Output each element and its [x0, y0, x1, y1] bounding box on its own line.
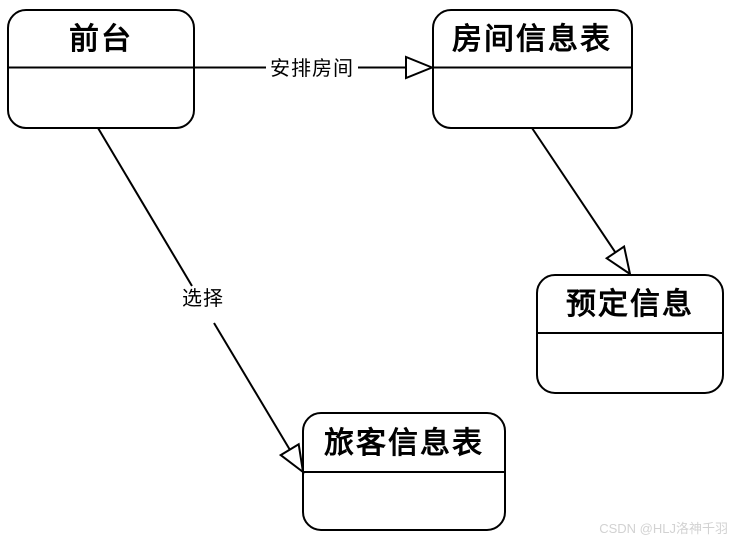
- edge-room-to-reservation-line: [531, 127, 617, 253]
- edge-arrange-room: 安排房间: [194, 55, 435, 80]
- node-guest-info-table: 旅客信息表: [302, 412, 506, 531]
- node-front-desk-title: 前台: [69, 22, 133, 56]
- node-guest-info-table-title: 旅客信息表: [324, 426, 484, 460]
- node-reservation-info: 预定信息: [536, 274, 724, 394]
- node-front-desk-box: [7, 9, 195, 129]
- edge-room-to-reservation-arrowhead-icon: [604, 244, 632, 277]
- edge-arrange-room-label: 安排房间: [270, 57, 354, 80]
- edge-select-label: 选择: [182, 287, 224, 310]
- edge-select: 选择: [97, 127, 305, 475]
- edge-arrange-room-arrowhead-icon: [405, 55, 435, 80]
- node-front-desk: 前台: [7, 9, 195, 129]
- node-reservation-info-title: 预定信息: [566, 287, 694, 321]
- edge-select-line-lower: [213, 322, 291, 451]
- edge-room-to-reservation: [531, 127, 632, 277]
- node-room-info-table: 房间信息表: [432, 9, 633, 129]
- edge-select-arrowhead-icon: [278, 442, 305, 475]
- edge-select-line-upper: [97, 127, 193, 287]
- node-room-info-table-title: 房间信息表: [452, 22, 612, 56]
- watermark: CSDN @HLJ洛神千羽: [599, 521, 728, 536]
